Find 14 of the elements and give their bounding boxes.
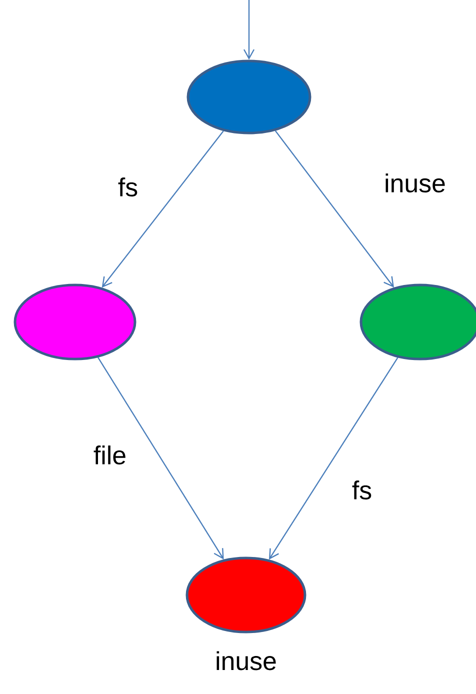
arrow — [243, 0, 255, 60]
edge-label: fs — [350, 480, 374, 500]
ellipse-node — [360, 284, 476, 360]
arrow — [98, 357, 224, 560]
edge-label: fs — [116, 176, 140, 198]
arrow — [274, 130, 394, 288]
arrow — [268, 357, 398, 560]
ellipse-node — [186, 556, 306, 634]
edge-label: inuse — [383, 172, 447, 194]
arrow — [102, 130, 224, 288]
node-caption: inuse — [216, 651, 276, 670]
edge-label: file — [92, 444, 128, 466]
ellipse-node — [14, 284, 136, 360]
ellipse-node — [186, 60, 312, 134]
